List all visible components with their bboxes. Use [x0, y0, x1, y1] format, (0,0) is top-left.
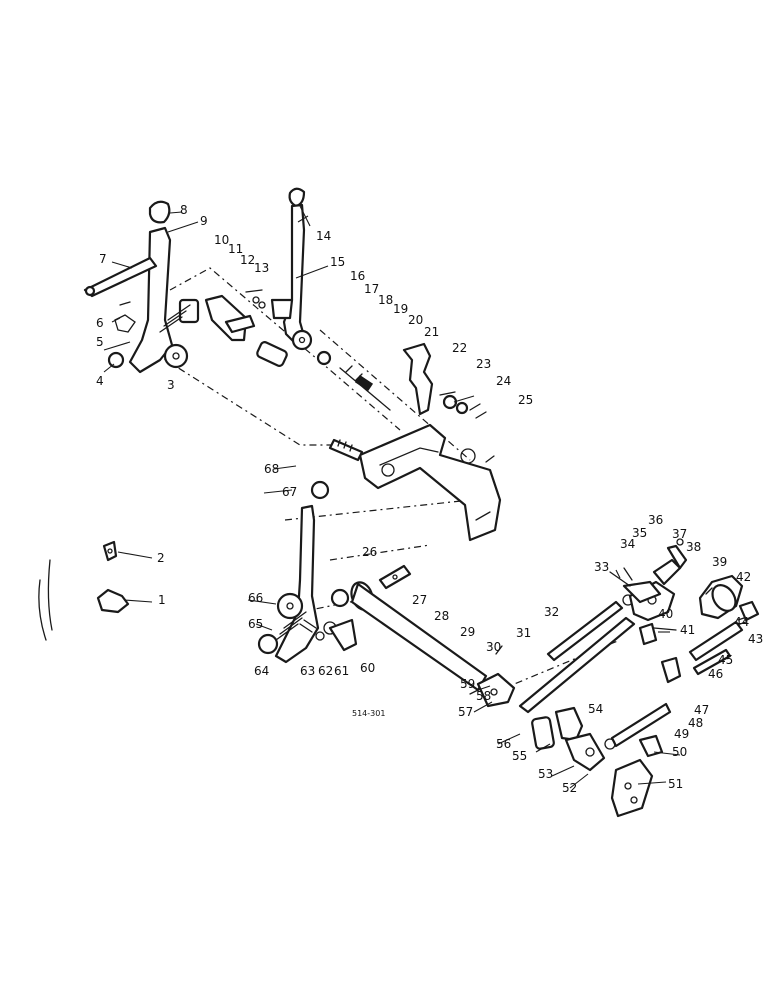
lever-knob-8 — [148, 200, 171, 224]
callout-20: 20 — [408, 313, 423, 327]
lower-lever-assembly — [257, 504, 362, 664]
coupling-56-59 — [469, 645, 516, 708]
callout-51: 51 — [668, 777, 683, 791]
callout-65: 65 — [248, 617, 263, 631]
drawing-code: 514-301 — [352, 709, 385, 718]
callout-66: 66 — [248, 591, 263, 605]
callout-25: 25 — [518, 393, 533, 407]
callout-11: 11 — [228, 242, 243, 256]
pin-68 — [328, 438, 364, 462]
main-bracket — [358, 423, 502, 542]
callout-58: 58 — [476, 689, 491, 703]
callout-47: 47 — [694, 703, 709, 717]
callout-22: 22 — [452, 341, 467, 355]
callout-30: 30 — [486, 640, 501, 654]
callout-55: 55 — [512, 749, 527, 763]
callout-2: 2 — [157, 551, 165, 565]
callout-33: 33 — [594, 560, 609, 574]
spring-shaft-43-46 — [688, 600, 760, 676]
callout-50: 50 — [672, 745, 687, 759]
callout-64: 64 — [254, 664, 269, 678]
callout-9: 9 — [200, 214, 208, 228]
callout-38: 38 — [686, 540, 701, 554]
callout-labels: 1234567891011121314151617181920212223242… — [96, 203, 763, 795]
callout-57: 57 — [458, 705, 473, 719]
callout-32: 32 — [544, 605, 559, 619]
callout-52: 52 — [562, 781, 577, 795]
callout-14: 14 — [316, 229, 331, 243]
callout-45: 45 — [718, 653, 733, 667]
callout-54: 54 — [588, 702, 603, 716]
callout-34: 34 — [620, 537, 635, 551]
callout-53: 53 — [538, 767, 553, 781]
callout-1: 1 — [158, 593, 166, 607]
callout-63: 63 — [300, 664, 315, 678]
callout-31: 31 — [516, 626, 531, 640]
callout-5: 5 — [96, 335, 104, 349]
callout-35: 35 — [632, 526, 647, 540]
bracket-21-25 — [402, 342, 487, 419]
callout-26: 26 — [362, 545, 377, 559]
callout-17: 17 — [364, 282, 379, 296]
callout-19: 19 — [393, 302, 408, 316]
callout-28: 28 — [434, 609, 449, 623]
small-parts-1-2 — [38, 540, 153, 641]
callout-29: 29 — [460, 625, 475, 639]
link-plate-assembly — [204, 289, 266, 342]
callout-61: 61 — [334, 664, 349, 678]
callout-8: 8 — [180, 203, 188, 217]
callout-23: 23 — [476, 357, 491, 371]
callout-39: 39 — [712, 555, 727, 569]
callout-59: 59 — [460, 677, 475, 691]
callout-13: 13 — [254, 261, 269, 275]
linkage-47-51 — [604, 656, 682, 818]
callout-56: 56 — [496, 737, 511, 751]
callout-68: 68 — [264, 462, 279, 476]
callout-37: 37 — [672, 527, 687, 541]
callout-44: 44 — [734, 615, 749, 629]
callout-67: 67 — [282, 485, 297, 499]
callout-21: 21 — [424, 325, 439, 339]
callout-41: 41 — [680, 623, 695, 637]
lever-assembly-33-41 — [609, 538, 688, 646]
leader-lines — [111, 205, 681, 789]
callout-18: 18 — [378, 293, 393, 307]
callout-46: 46 — [708, 667, 723, 681]
callout-15: 15 — [330, 255, 345, 269]
callout-3: 3 — [167, 378, 175, 392]
callout-24: 24 — [496, 374, 511, 388]
centre-lever-assembly — [256, 187, 391, 411]
callout-42: 42 — [736, 570, 751, 584]
bracket-52-55 — [531, 706, 606, 772]
callout-62: 62 — [318, 664, 333, 678]
callout-36: 36 — [648, 513, 663, 527]
lever-knob-67 — [310, 480, 330, 500]
callout-4: 4 — [96, 374, 104, 388]
callout-49: 49 — [674, 727, 689, 741]
drum-42 — [698, 574, 744, 620]
callout-48: 48 — [688, 716, 703, 730]
callout-43: 43 — [748, 632, 763, 646]
left-lever-assembly — [83, 226, 200, 374]
callout-60: 60 — [360, 661, 375, 675]
callout-6: 6 — [96, 316, 104, 330]
callout-7: 7 — [99, 252, 107, 266]
long-rod-31 — [518, 594, 636, 714]
callout-10: 10 — [214, 233, 229, 247]
callout-27: 27 — [412, 593, 427, 607]
callout-16: 16 — [350, 269, 365, 283]
shaft-28 — [350, 564, 488, 692]
callout-40: 40 — [658, 607, 673, 621]
callout-12: 12 — [240, 253, 255, 267]
